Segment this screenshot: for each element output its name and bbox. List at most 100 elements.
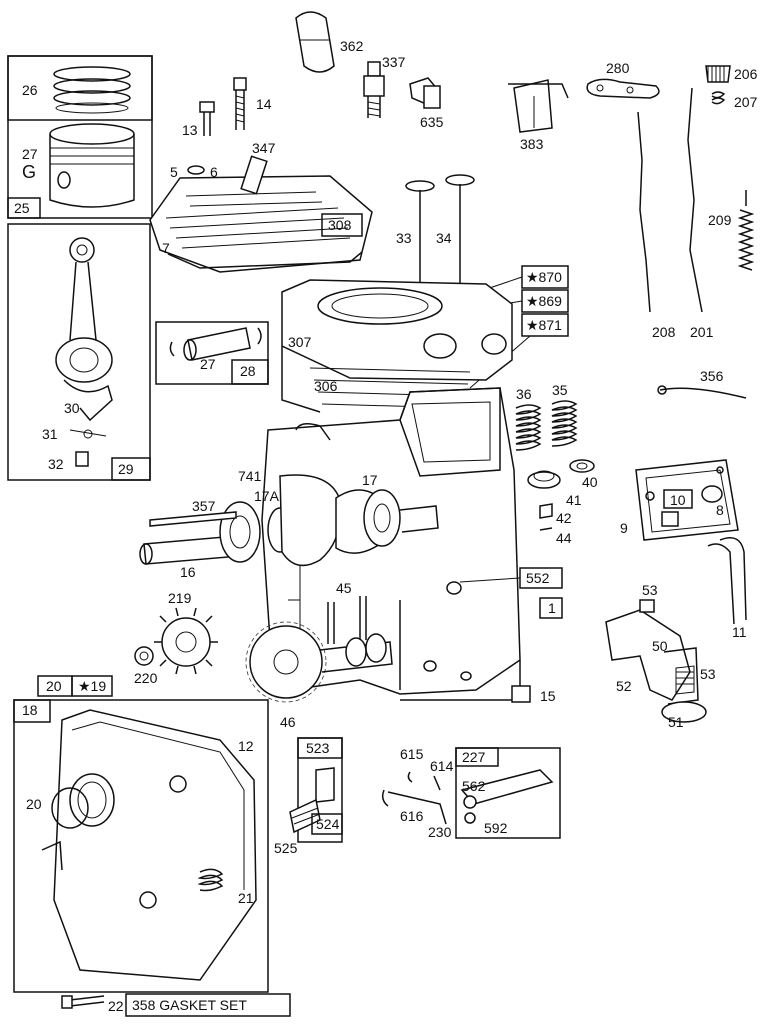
label-20-box: 20 [46, 678, 62, 694]
cylinder-head-icon [149, 155, 373, 273]
label-10: 10 [670, 492, 686, 508]
label-7: 7 [162, 240, 170, 256]
label-17a: 17A [254, 488, 279, 504]
label-25: 25 [14, 200, 30, 216]
spring-icon [737, 190, 755, 271]
label-219: 219 [168, 590, 192, 606]
label-306: 306 [314, 378, 338, 394]
label-46: 46 [280, 714, 296, 730]
label-40: 40 [582, 474, 598, 490]
label-13: 13 [182, 122, 198, 138]
governor-lever-icon [381, 747, 561, 839]
label-741: 741 [238, 468, 262, 484]
label-53b: 53 [700, 666, 716, 682]
dipstick-tube-icon [289, 737, 343, 843]
label-50: 50 [652, 638, 668, 654]
label-209: 209 [708, 212, 732, 228]
label-1: 1 [548, 600, 556, 616]
label-6: 6 [210, 164, 218, 180]
label-30: 30 [64, 400, 80, 416]
valve-spring-icon [515, 400, 578, 451]
label-36: 36 [516, 386, 532, 402]
bolt-icon [199, 77, 247, 136]
gasket-set-label: 358 GASKET SET [132, 997, 247, 1013]
label-230: 230 [428, 824, 452, 840]
label-5: 5 [170, 164, 178, 180]
label-11: 11 [732, 624, 747, 640]
label-29: 29 [118, 461, 134, 477]
piston-pin-frame [155, 321, 269, 385]
governor-link-icon [687, 87, 703, 313]
crankcase-cover-icon [13, 675, 269, 993]
spark-plug-icon [295, 11, 441, 118]
label-383: 383 [520, 136, 544, 152]
label-280: 280 [606, 60, 630, 76]
label-22: 22 [108, 998, 124, 1014]
label-227: 227 [462, 749, 486, 765]
label-308: 308 [328, 217, 352, 233]
label-33: 33 [396, 230, 412, 246]
label-552: 552 [526, 570, 550, 586]
label-208: 208 [652, 324, 676, 340]
label-52: 52 [616, 678, 632, 694]
key-icon [149, 511, 237, 527]
label-615: 615 [400, 746, 424, 762]
cam-gear-icon [245, 621, 393, 703]
connecting-rod-frame [7, 223, 151, 481]
label-12: 12 [238, 738, 254, 754]
label-362: 362 [340, 38, 364, 54]
label-592: 592 [484, 820, 508, 836]
exhaust-elbow-icon [605, 599, 707, 723]
valve-icon [405, 174, 475, 300]
label-206: 206 [734, 66, 758, 82]
label-28: 28 [240, 363, 256, 379]
label-20: 20 [26, 796, 42, 812]
label-g: G [22, 162, 37, 182]
label-51: 51 [668, 714, 684, 730]
label-16: 16 [180, 564, 196, 580]
label-31: 31 [42, 426, 58, 442]
label-27b: 27 [200, 356, 216, 372]
label-523: 523 [306, 740, 330, 756]
label-27: 27 [22, 146, 38, 162]
label-41: 41 [566, 492, 582, 508]
label-32: 32 [48, 456, 64, 472]
label-35: 35 [552, 382, 568, 398]
label-347: 347 [252, 140, 276, 156]
piston-icon [49, 123, 135, 208]
label-17: 17 [362, 472, 378, 488]
label-220: 220 [134, 670, 158, 686]
label-45: 45 [336, 580, 352, 596]
label-357: 357 [192, 498, 216, 514]
label-15: 15 [540, 688, 556, 704]
label-614: 614 [430, 758, 454, 774]
label-44: 44 [556, 530, 572, 546]
label-871: ★871 [526, 317, 562, 333]
breather-tube-icon [707, 537, 747, 625]
label-870: ★870 [526, 269, 562, 285]
label-337: 337 [382, 54, 406, 70]
crankshaft-icon [139, 474, 439, 567]
label-9: 9 [620, 520, 628, 536]
breather-cover-icon [635, 459, 739, 541]
label-14: 14 [256, 96, 272, 112]
label-53a: 53 [642, 582, 658, 598]
label-34: 34 [436, 230, 452, 246]
piston-kit-frame [7, 55, 153, 219]
fuel-cap-icon [705, 65, 731, 105]
label-42: 42 [556, 510, 572, 526]
label-524: 524 [316, 816, 340, 832]
connecting-rod-icon [55, 237, 113, 467]
link-plate-icon [586, 78, 660, 99]
piston-ring-icon [53, 66, 131, 114]
label-201: 201 [690, 324, 714, 340]
label-21: 21 [238, 890, 254, 906]
label-18: 18 [22, 702, 38, 718]
label-356: 356 [700, 368, 724, 384]
governor-rod-icon [637, 111, 651, 313]
label-562: 562 [462, 778, 486, 794]
label-635: 635 [420, 114, 444, 130]
label-616: 616 [400, 808, 424, 824]
